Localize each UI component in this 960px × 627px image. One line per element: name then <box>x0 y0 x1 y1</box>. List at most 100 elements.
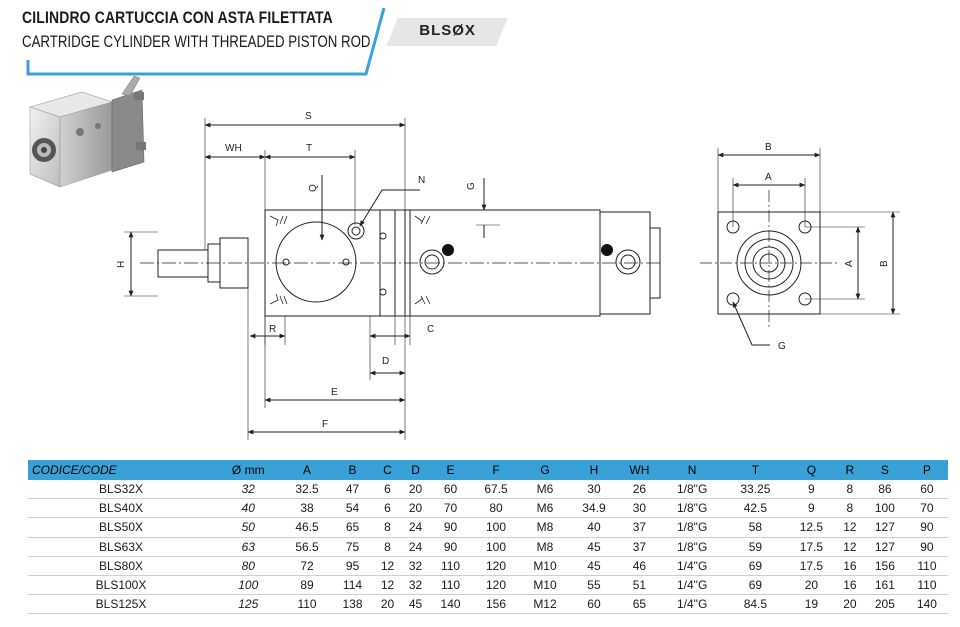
table-cell: 67.5 <box>471 480 521 500</box>
table-cell: 127 <box>863 517 906 538</box>
column-header: Ø mm <box>214 460 283 480</box>
table-cell: 65 <box>331 517 374 538</box>
column-header: S <box>863 460 906 480</box>
column-header: N <box>660 460 724 480</box>
column-header: H <box>569 460 619 480</box>
table-cell: 55 <box>569 575 619 596</box>
table-cell: 60 <box>905 480 948 500</box>
table-cell: 125 <box>214 594 283 615</box>
dim-label-c: C <box>427 324 434 335</box>
title-bracket-line <box>26 7 386 76</box>
table-cell: BLS100X <box>28 575 214 596</box>
dim-label-q: Q <box>308 184 319 192</box>
table-cell: BLS32X <box>28 480 214 500</box>
dim-label-b-side: B <box>879 260 890 267</box>
table-cell: 20 <box>835 594 864 615</box>
table-cell: 30 <box>618 498 661 519</box>
dim-label-e: E <box>331 387 338 398</box>
dim-label-a-top: A <box>765 172 772 183</box>
table-cell: 24 <box>401 517 430 538</box>
title-italian: CILINDRO CARTUCCIA CON ASTA FILETTATA <box>22 8 333 27</box>
dim-label-wh: WH <box>225 143 242 154</box>
table-cell: BLS125X <box>28 594 214 615</box>
table-cell: 138 <box>331 594 374 615</box>
dim-label-g: G <box>466 182 477 190</box>
table-cell: 1/8"G <box>660 480 724 500</box>
table-cell: 1/8"G <box>660 517 724 538</box>
table-cell: 110 <box>429 575 472 596</box>
table-cell: 95 <box>331 556 374 576</box>
column-header: WH <box>618 460 661 480</box>
column-header: C <box>373 460 402 480</box>
table-cell: 32.5 <box>282 480 332 500</box>
table-cell: 6 <box>373 480 402 500</box>
dim-label-n: N <box>418 175 425 186</box>
table-cell: 90 <box>429 517 472 538</box>
column-header: P <box>905 460 948 480</box>
table-cell: 9 <box>786 480 836 500</box>
table-cell: 45 <box>569 537 619 557</box>
table-cell: 8 <box>373 517 402 538</box>
table-cell: M6 <box>520 480 570 500</box>
table-cell: 17.5 <box>786 556 836 576</box>
table-cell: 110 <box>905 575 948 596</box>
title-english: CARTRIDGE CYLINDER WITH THREADED PISTON … <box>22 32 371 51</box>
table-cell: 46.5 <box>282 517 332 538</box>
table-cell: 20 <box>401 498 430 519</box>
table-cell: 161 <box>863 575 906 596</box>
column-header: B <box>331 460 374 480</box>
table-cell: 1/4"G <box>660 575 724 596</box>
table-cell: BLS50X <box>28 517 214 538</box>
table-cell: 90 <box>905 537 948 557</box>
column-header: A <box>282 460 332 480</box>
column-header: G <box>520 460 570 480</box>
table-cell: 34.9 <box>569 498 619 519</box>
table-cell: 40 <box>569 517 619 538</box>
table-cell: 50 <box>214 517 283 538</box>
table-cell: 205 <box>863 594 906 615</box>
table-cell: BLS40X <box>28 498 214 519</box>
table-cell: 38 <box>282 498 332 519</box>
table-cell: 20 <box>786 575 836 596</box>
table-cell: 70 <box>429 498 472 519</box>
dim-label-r: R <box>269 324 276 335</box>
column-header: F <box>471 460 521 480</box>
table-cell: 6 <box>373 498 402 519</box>
table-cell: 20 <box>401 480 430 500</box>
table-cell: 12 <box>373 575 402 596</box>
table-cell: 84.5 <box>723 594 787 615</box>
table-cell: 47 <box>331 480 374 500</box>
table-cell: 40 <box>214 498 283 519</box>
table-cell: 156 <box>863 556 906 576</box>
table-cell: 120 <box>471 575 521 596</box>
table-cell: 90 <box>905 517 948 538</box>
table-cell: 46 <box>618 556 661 576</box>
table-cell: 140 <box>905 594 948 615</box>
table-cell: 24 <box>401 537 430 557</box>
table-cell: M10 <box>520 575 570 596</box>
table-cell: 110 <box>429 556 472 576</box>
table-cell: 56.5 <box>282 537 332 557</box>
table-cell: 32 <box>401 575 430 596</box>
table-cell: 65 <box>618 594 661 615</box>
table-cell: M8 <box>520 517 570 538</box>
table-cell: M10 <box>520 556 570 576</box>
dim-label-g-end: G <box>778 341 786 352</box>
table-cell: 19 <box>786 594 836 615</box>
table-cell: 72 <box>282 556 332 576</box>
column-header: E <box>429 460 472 480</box>
table-cell: 58 <box>723 517 787 538</box>
table-cell: 69 <box>723 556 787 576</box>
table-cell: 8 <box>373 537 402 557</box>
table-cell: 32 <box>214 480 283 500</box>
table-cell: 59 <box>723 537 787 557</box>
table-cell: 89 <box>282 575 332 596</box>
table-cell: 114 <box>331 575 374 596</box>
table-cell: 100 <box>863 498 906 519</box>
column-header: Q <box>786 460 836 480</box>
table-cell: 80 <box>471 498 521 519</box>
header: CILINDRO CARTUCCIA CON ASTA FILETTATA CA… <box>0 0 960 80</box>
